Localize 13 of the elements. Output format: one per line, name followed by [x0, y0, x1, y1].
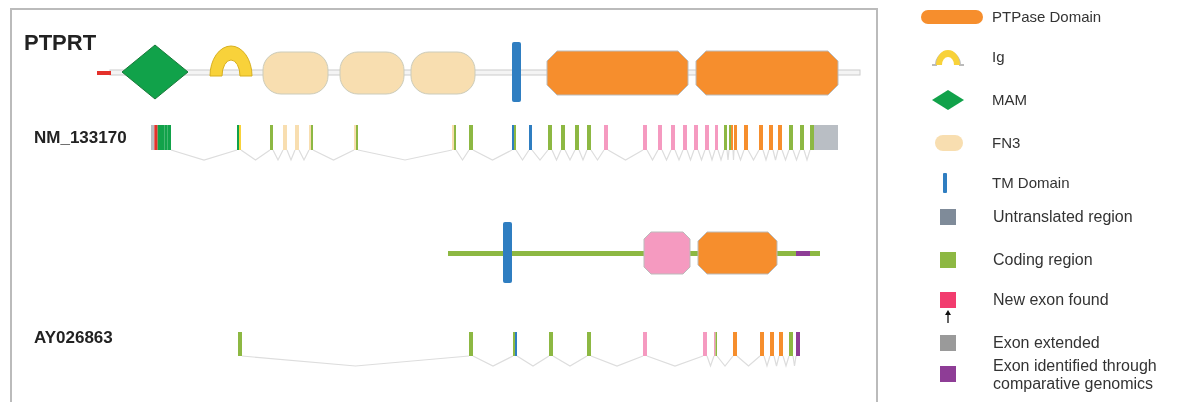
legend-label: New exon found — [993, 291, 1109, 309]
legend-label: Untranslated region — [993, 208, 1133, 226]
transcript-id: AY026863 — [34, 328, 113, 348]
gene-name: PTPRT — [24, 30, 97, 56]
legend-label: Exon extended — [993, 334, 1100, 352]
legend-label: MAM — [992, 91, 1027, 109]
transcript-id: NM_133170 — [34, 128, 127, 148]
legend-label: PTPase Domain — [992, 8, 1102, 26]
legend-label: TM Domain — [992, 174, 1070, 192]
legend-label: FN3 — [992, 134, 1021, 152]
legend-label: Exon identified through comparative genomics — [993, 357, 1158, 393]
legend-label: Ig — [992, 48, 1005, 66]
legend-label: Coding region — [993, 251, 1093, 269]
